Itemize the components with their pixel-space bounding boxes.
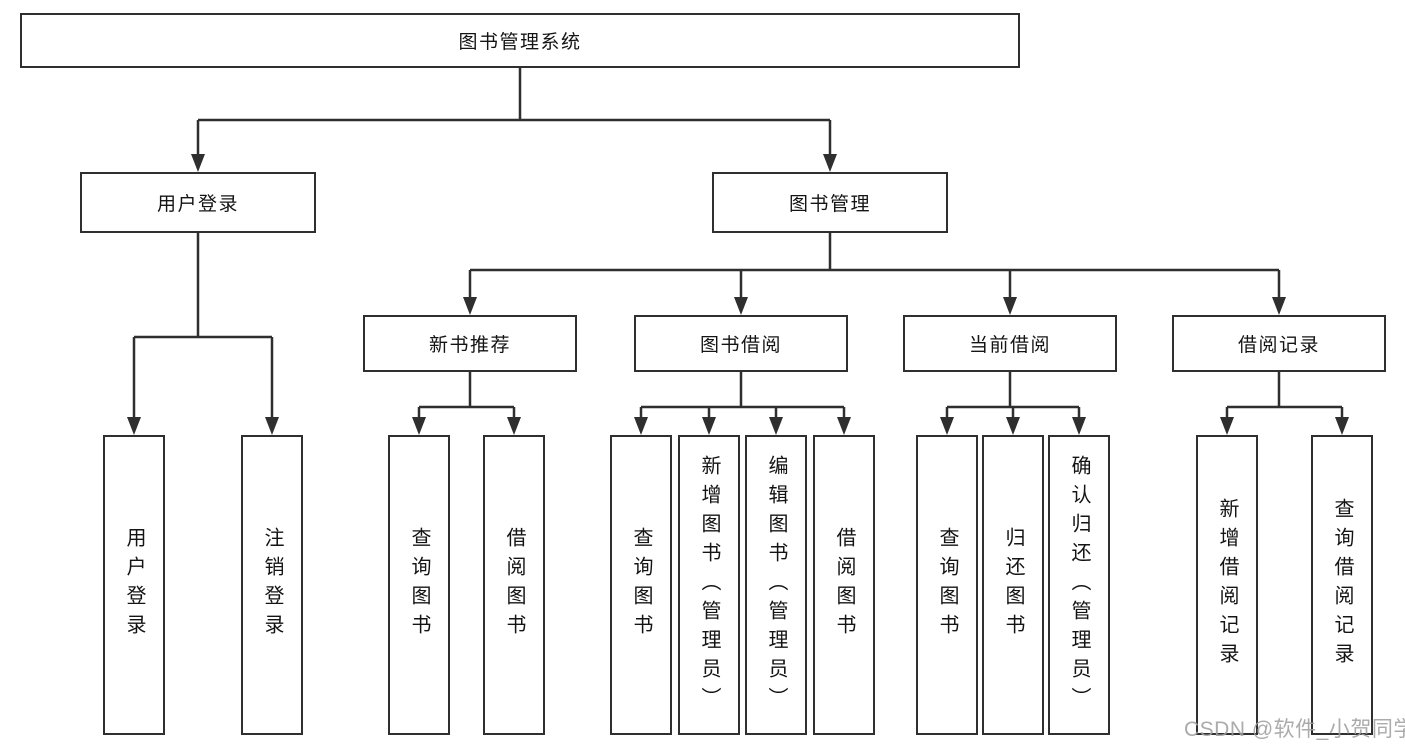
node-label: 编辑图书（管理员） [765,454,787,716]
node-label: 注销登录 [261,527,283,643]
leaf-user-login: 用户登录 [103,435,165,735]
arrowheads [127,154,1349,435]
leaf-add-book-admin: 新增图书（管理员） [678,435,740,735]
node-label: 查询图书 [630,527,652,643]
node-label: 新增图书（管理员） [698,454,720,716]
leaf-query-books-borrow: 查询图书 [610,435,672,735]
node-label: 图书借阅 [699,335,782,356]
leaf-logout: 注销登录 [241,435,303,735]
leaf-borrow-books: 借阅图书 [813,435,875,735]
node-label: 借阅记录 [1237,335,1320,356]
leaf-query-borrow-record: 查询借阅记录 [1311,435,1373,735]
node-label: 新书推荐 [428,335,511,356]
leaf-edit-book-admin: 编辑图书（管理员） [745,435,807,735]
node-borrowing-records: 借阅记录 [1172,315,1386,372]
node-new-book-recommend: 新书推荐 [363,315,577,372]
node-label: 借阅图书 [833,527,855,643]
node-label: 图书管理系统 [458,32,582,53]
node-label: 用户登录 [123,527,145,643]
node-label: 查询图书 [408,527,430,643]
leaf-return-book: 归还图书 [982,435,1044,735]
node-label: 当前借阅 [968,335,1051,356]
leaf-add-borrow-record: 新增借阅记录 [1196,435,1258,735]
node-label: 借阅图书 [503,527,525,643]
node-label: 确认归还（管理员） [1068,454,1090,716]
node-label: 新增借阅记录 [1216,498,1238,672]
node-label: 查询借阅记录 [1331,498,1353,672]
node-book-borrowing: 图书借阅 [634,315,848,372]
node-label: 图书管理 [788,194,871,215]
node-label: 归还图书 [1002,527,1024,643]
leaf-query-books-current: 查询图书 [916,435,978,735]
node-label: 用户登录 [156,194,239,215]
node-book-management-module: 图书管理 [712,172,948,233]
node-label: 查询图书 [936,527,958,643]
node-root-system: 图书管理系统 [20,13,1020,68]
leaf-query-books-recommend: 查询图书 [388,435,450,735]
leaf-confirm-return-admin: 确认归还（管理员） [1048,435,1110,735]
node-current-borrowing: 当前借阅 [903,315,1117,372]
node-user-login-module: 用户登录 [80,172,316,233]
csdn-watermark: CSDN @软件_小贺同学 [1184,718,1405,741]
leaf-borrow-books-recommend: 借阅图书 [483,435,545,735]
